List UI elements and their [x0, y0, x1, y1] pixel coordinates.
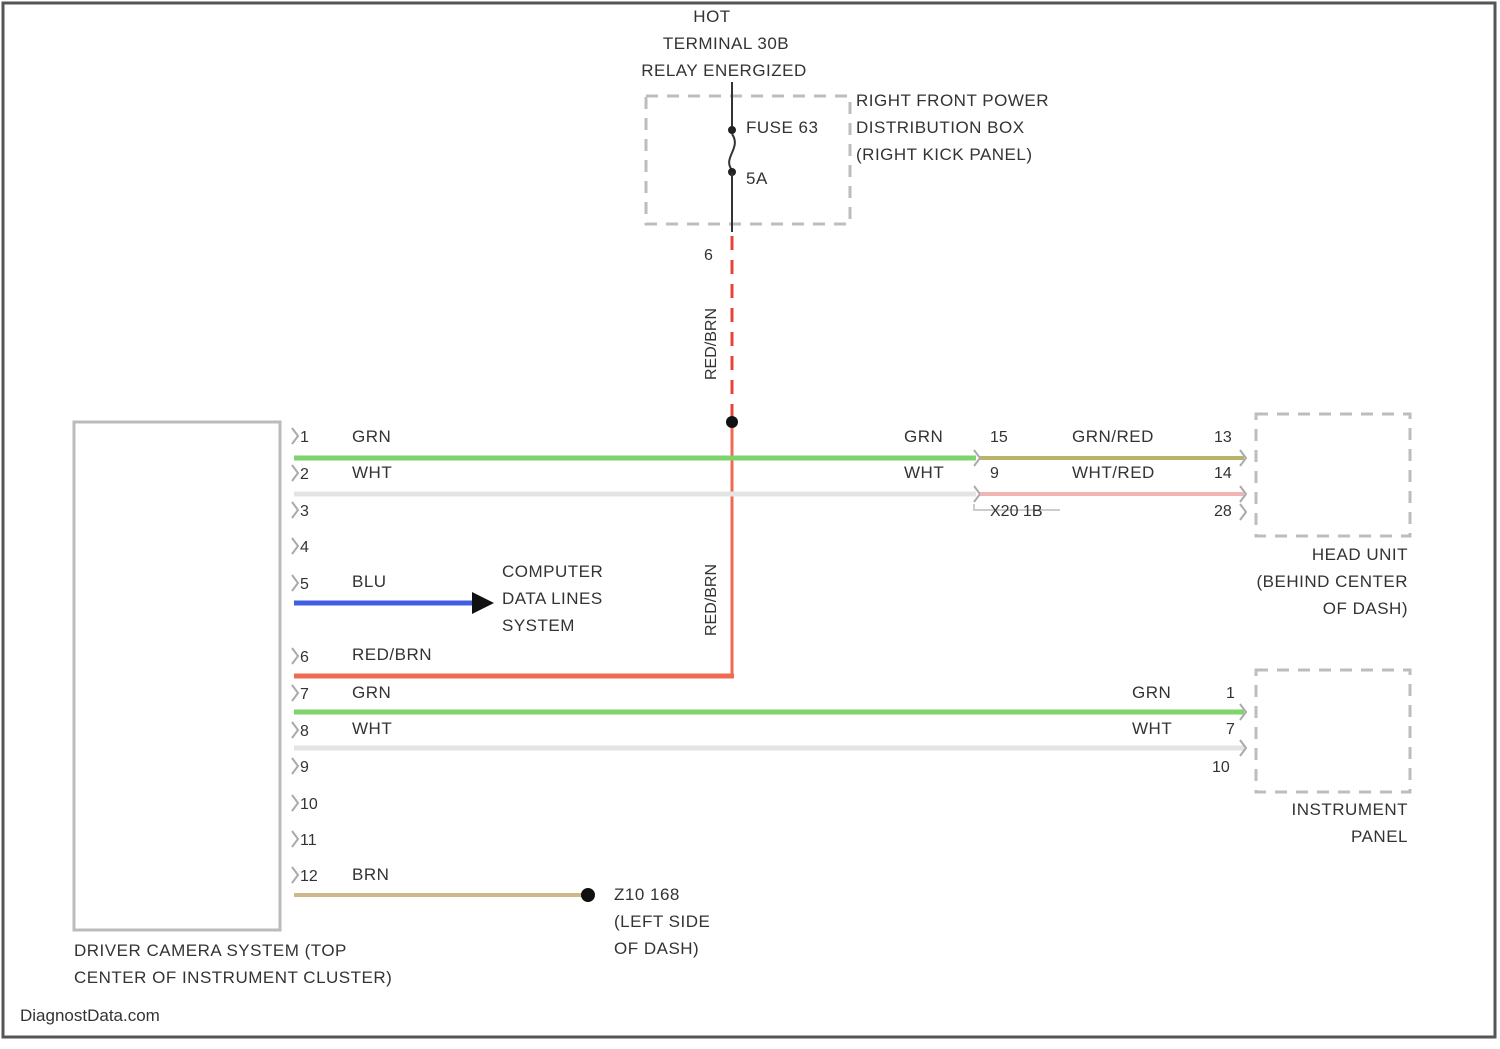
- ground-label-2: (LEFT SIDE: [614, 912, 710, 931]
- riser-wire-label-lower: RED/BRN: [703, 564, 720, 636]
- wire-5-label: BLU: [352, 572, 387, 591]
- instrument-panel-label-1: INSTRUMENT: [1292, 800, 1408, 819]
- wire-7-label-right: GRN: [1132, 683, 1171, 702]
- header-line-3: RELAY ENERGIZED: [641, 61, 807, 80]
- computer-data-label-3: SYSTEM: [502, 616, 575, 635]
- power-box-outline: [646, 96, 850, 224]
- camera-pin-column: 1 2 3 4 5 6 7 8 9 10 11 12: [292, 428, 318, 885]
- camera-label-2: CENTER OF INSTRUMENT CLUSTER): [74, 968, 392, 987]
- power-distribution-box: FUSE 63 5A RIGHT FRONT POWER DISTRIBUTIO…: [646, 82, 1049, 264]
- camera-pin-1: 1: [300, 429, 309, 446]
- driver-camera-module: DRIVER CAMERA SYSTEM (TOP CENTER OF INST…: [74, 422, 392, 987]
- power-box-label-3: (RIGHT KICK PANEL): [856, 145, 1033, 164]
- power-box-label-1: RIGHT FRONT POWER: [856, 91, 1049, 110]
- riser-wire-label-upper: RED/BRN: [703, 308, 720, 380]
- computer-data-label-1: COMPUTER: [502, 562, 603, 581]
- wire-12-label: BRN: [352, 865, 389, 884]
- watermark: DiagnostData.com: [20, 1006, 160, 1025]
- camera-pin-9: 9: [300, 759, 309, 776]
- instrument-panel-pin-10: 10: [1212, 759, 1230, 776]
- wire-1-label-right: GRN: [904, 427, 943, 446]
- header-line-2: TERMINAL 30B: [663, 34, 789, 53]
- wire-8-label: WHT: [352, 719, 392, 738]
- splice-lower-label: WHT/RED: [1072, 463, 1155, 482]
- splice-connector-id: X20 1B: [990, 503, 1042, 520]
- fuse-element-icon: [729, 134, 735, 170]
- instrument-panel-pin-1: 1: [1226, 685, 1235, 702]
- camera-pin-3: 3: [300, 503, 309, 520]
- head-unit-outline: [1256, 414, 1410, 536]
- power-box-label-2: DISTRIBUTION BOX: [856, 118, 1025, 137]
- splice-upper-label: GRN/RED: [1072, 427, 1154, 446]
- instrument-panel-pin-7: 7: [1226, 721, 1235, 738]
- head-unit: 13 14 28 HEAD UNIT (BEHIND CENTER OF DAS…: [1214, 414, 1410, 618]
- head-unit-pin-13: 13: [1214, 429, 1232, 446]
- fuse-label: FUSE 63: [746, 118, 818, 137]
- wire-7-label: GRN: [352, 683, 391, 702]
- wire-2-label: WHT: [352, 463, 392, 482]
- riser-splice-dot: [726, 416, 738, 428]
- splice-connector: 15 9 X20 1B GRN/RED WHT/RED: [974, 427, 1244, 520]
- camera-pin-7: 7: [300, 686, 309, 703]
- head-unit-label-1: HEAD UNIT: [1312, 545, 1408, 564]
- computer-data-label-2: DATA LINES: [502, 589, 603, 608]
- power-box-pin: 6: [704, 247, 713, 264]
- splice-pin-mid: 9: [990, 465, 999, 482]
- head-unit-pin-ticks: [1240, 450, 1246, 520]
- camera-pin-10: 10: [300, 796, 318, 813]
- ground-point-icon: [581, 888, 595, 902]
- camera-pin-12: 12: [300, 868, 318, 885]
- camera-pin-6: 6: [300, 649, 309, 666]
- camera-pin-11: 11: [300, 832, 317, 849]
- camera-module-box: [74, 422, 280, 930]
- fuse-terminal-top: [728, 126, 736, 134]
- head-unit-label-3: OF DASH): [1323, 599, 1408, 618]
- camera-pin-4: 4: [300, 539, 309, 556]
- ground-label-3: OF DASH): [614, 939, 699, 958]
- camera-label-1: DRIVER CAMERA SYSTEM (TOP: [74, 941, 347, 960]
- camera-pin-8: 8: [300, 723, 309, 740]
- wire-8-label-right: WHT: [1132, 719, 1172, 738]
- camera-pin-5: 5: [300, 576, 309, 593]
- instrument-panel: 1 7 10 INSTRUMENT PANEL: [1212, 670, 1410, 846]
- splice-pin-top: 15: [990, 429, 1008, 446]
- fuse-rating: 5A: [746, 169, 768, 188]
- wire-2-label-right: WHT: [904, 463, 944, 482]
- head-unit-pin-14: 14: [1214, 465, 1232, 482]
- instrument-panel-label-2: PANEL: [1351, 827, 1408, 846]
- head-unit-pin-28: 28: [1214, 503, 1232, 520]
- arrow-right-icon: [472, 592, 494, 614]
- wire-6-label: RED/BRN: [352, 645, 432, 664]
- header-line-1: HOT: [693, 7, 730, 26]
- instrument-panel-outline: [1256, 670, 1410, 792]
- head-unit-label-2: (BEHIND CENTER: [1256, 572, 1408, 591]
- wire-1-label: GRN: [352, 427, 391, 446]
- camera-pin-2: 2: [300, 466, 309, 483]
- ground-label-1: Z10 168: [614, 885, 680, 904]
